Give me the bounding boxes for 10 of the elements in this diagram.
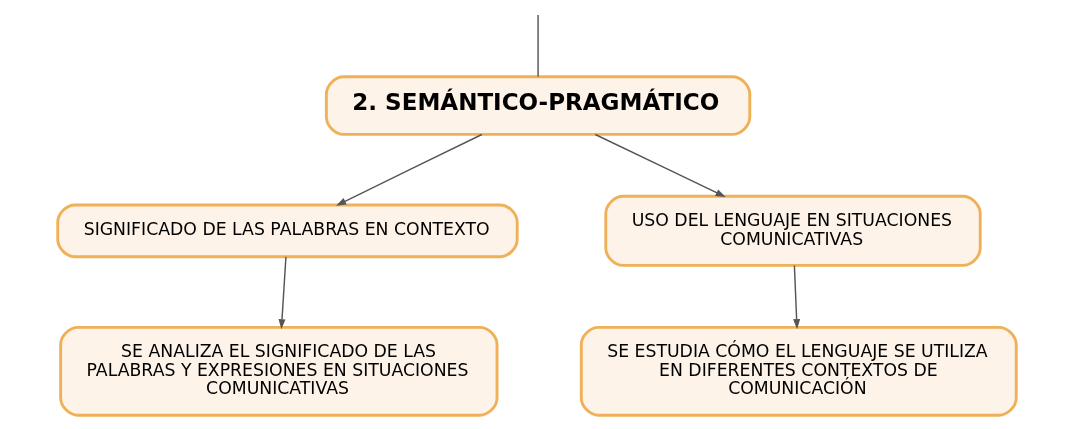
node-box: SE ESTUDIA CÓMO EL LENGUAJE SE UTILIZA EN DIFERENTES CONTEXTOS DE COMUNICACIÓN — [579, 325, 1018, 417]
node-box: SIGNIFICADO DE LAS PALABRAS EN CONTEXTO — [56, 203, 519, 259]
node-box: USO DEL LENGUAJE EN SITUACIONES COMUNICATIVAS — [604, 194, 982, 267]
node-box: 2. SEMÁNTICO-PRAGMÁTICO — [324, 75, 752, 136]
arrow — [278, 256, 287, 330]
arrow — [336, 133, 483, 206]
node-box: SE ANALIZA EL SIGNIFICADO DE LAS PALABRAS Y EXPRESIONES EN SITUACIONES COMUNICATIVAS — [59, 325, 499, 417]
connector — [537, 14, 539, 78]
arrow — [594, 133, 726, 198]
arrow — [793, 264, 801, 330]
